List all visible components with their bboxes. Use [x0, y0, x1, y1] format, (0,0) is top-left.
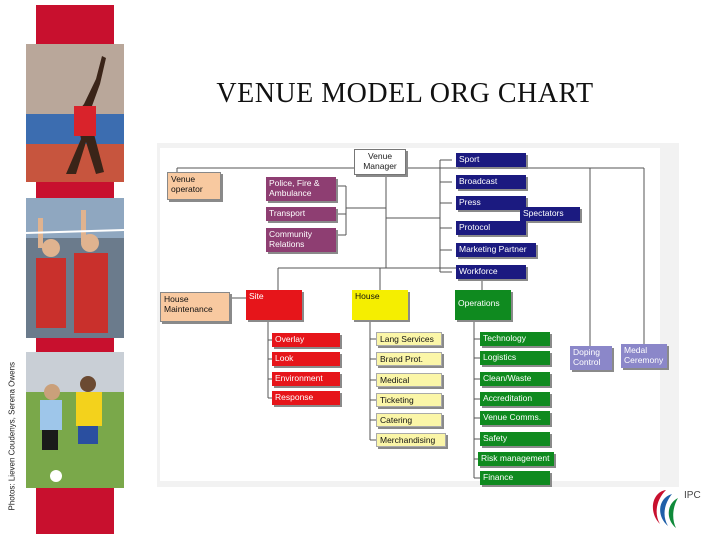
house-maintenance-box: House Maintenance — [160, 292, 230, 322]
medal-ceremony-box: Medal Ceremony — [621, 344, 667, 368]
photo-volleyball — [26, 198, 124, 338]
broadcast-box: Broadcast — [456, 175, 526, 189]
workforce-box: Workforce — [456, 265, 526, 279]
police-fire-ambulance-box: Police, Fire & Ambulance — [266, 177, 336, 201]
protocol-box: Protocol — [456, 221, 526, 235]
page-title: VENUE MODEL ORG CHART — [216, 78, 594, 109]
ipc-logo-text: IPC — [684, 490, 701, 501]
site-box: Site — [246, 290, 302, 320]
finance-box: Finance — [480, 471, 550, 485]
technology-box: Technology — [480, 332, 550, 346]
brand-prot-box: Brand Prot. — [376, 352, 442, 366]
logistics-box: Logistics — [480, 351, 550, 365]
look-box: Look — [272, 352, 340, 366]
risk-management-box: Risk management — [478, 452, 554, 466]
venue-comms-box: Venue Comms. — [480, 411, 550, 425]
accreditation-box: Accreditation — [480, 392, 550, 406]
photo-runner — [26, 44, 124, 182]
merchandising-box: Merchandising — [376, 433, 446, 447]
press-box: Press — [456, 196, 526, 210]
red-strip-bottom — [36, 488, 114, 534]
ipc-logo: IPC — [646, 480, 716, 536]
catering-box: Catering — [376, 413, 442, 427]
overlay-box: Overlay — [272, 333, 340, 347]
house-box: House — [352, 290, 408, 320]
community-relations-box: Community Relations — [266, 228, 336, 252]
response-box: Response — [272, 391, 340, 405]
venue-operator-box: Venue operator — [167, 172, 221, 200]
org-chart: Venue Manager Venue operator House Maint… — [157, 143, 679, 487]
ticketing-box: Ticketing — [376, 393, 442, 407]
spectators-box: Spectators — [520, 207, 580, 221]
operations-box: Operations — [455, 290, 511, 320]
photo-credit: Photos: Lieven Coudenys, Serena Owens — [7, 361, 17, 511]
red-strip-lower — [36, 338, 114, 352]
clean-waste-box: Clean/Waste — [480, 372, 550, 386]
connector-lines — [176, 159, 645, 479]
doping-control-box: Doping Control — [570, 346, 612, 370]
red-strip-top — [36, 5, 114, 45]
environment-box: Environment — [272, 372, 340, 386]
marketing-partner-box: Marketing Partner — [456, 243, 536, 257]
sport-box: Sport — [456, 153, 526, 167]
transport-box: Transport — [266, 207, 336, 221]
org-chart-canvas: Venue Manager Venue operator House Maint… — [160, 148, 667, 485]
lang-services-box: Lang Services — [376, 332, 442, 346]
photo-football — [26, 352, 124, 488]
venue-manager-box: Venue Manager — [354, 149, 406, 175]
medical-box: Medical — [376, 373, 442, 387]
safety-box: Safety — [480, 432, 550, 446]
